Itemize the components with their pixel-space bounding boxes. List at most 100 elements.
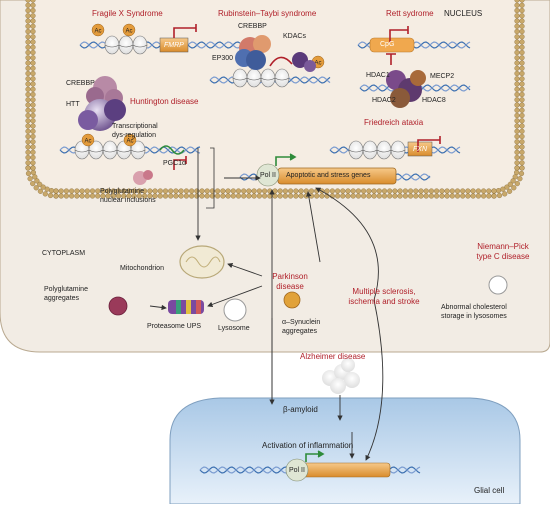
- activation-arrows: [159, 145, 325, 462]
- membrane-bead: [519, 133, 525, 140]
- membrane-bead: [496, 192, 503, 199]
- membrane-bead: [25, 55, 31, 61]
- membrane-bead: [519, 118, 525, 124]
- membrane-bead: [25, 144, 31, 150]
- mecp2-label: MECP2: [430, 73, 455, 80]
- nucleosome: [232, 68, 248, 88]
- membrane-bead: [147, 188, 153, 194]
- membrane-bead: [74, 188, 80, 194]
- membrane-bead: [514, 55, 520, 61]
- membrane-bead: [514, 139, 520, 145]
- nucleosome: [104, 35, 120, 55]
- membrane-bead: [308, 188, 315, 194]
- membrane-bead: [162, 193, 169, 199]
- synuclein-aggregate: [283, 291, 301, 309]
- membrane-bead: [30, 49, 36, 56]
- membrane-bead: [486, 193, 492, 199]
- nucleosome: [246, 68, 262, 88]
- membrane-bead: [481, 188, 487, 194]
- kdacs-complex: [292, 52, 316, 72]
- membrane-bead: [519, 0, 525, 3]
- membrane-bead: [361, 188, 367, 194]
- membrane-bead: [514, 118, 520, 124]
- cholesterol-label-2: storage in lysosomes: [441, 313, 507, 320]
- membrane-bead: [514, 86, 520, 92]
- membrane-bead: [246, 193, 252, 199]
- membrane-bead: [30, 97, 36, 103]
- membrane-bead: [293, 188, 299, 194]
- pol2-nucleus: [256, 163, 280, 187]
- ms-label-1: Multiple sclerosis,: [352, 287, 416, 296]
- membrane-bead: [444, 188, 450, 194]
- nuclear-membrane: [25, 0, 525, 199]
- beta-amyloid-label: β-amyloid: [283, 405, 318, 414]
- acetyl-circle: [123, 133, 137, 147]
- glial-cell: [169, 397, 521, 505]
- membrane-bead: [423, 193, 429, 199]
- membrane-bead: [126, 188, 132, 194]
- membrane-bead: [514, 154, 520, 161]
- acetyl-text: Ac: [84, 139, 91, 145]
- membrane-bead: [514, 97, 520, 103]
- niemann-label-2: type C disease: [476, 252, 530, 261]
- membrane-bead: [25, 2, 31, 8]
- membrane-bead: [157, 188, 163, 194]
- membrane-bead: [514, 49, 520, 56]
- membrane-bead: [512, 174, 518, 180]
- membrane-bead: [392, 188, 398, 194]
- membrane-bead: [514, 102, 520, 108]
- membrane-bead: [25, 128, 31, 134]
- hdac2-label: HDAC2: [372, 97, 396, 104]
- membrane-bead: [371, 188, 377, 194]
- membrane-bead: [514, 34, 520, 40]
- membrane-bead: [335, 193, 341, 199]
- membrane-bead: [491, 193, 497, 199]
- membrane-bead: [173, 193, 179, 199]
- membrane-bead: [25, 28, 31, 35]
- membrane-bead: [230, 193, 236, 199]
- membrane-bead: [30, 123, 36, 129]
- membrane-bead: [397, 193, 403, 199]
- inflammation-label: Activation of inflammation: [262, 441, 354, 450]
- membrane-bead: [199, 188, 205, 194]
- membrane-bead: [434, 188, 440, 194]
- membrane-bead: [225, 188, 231, 194]
- membrane-bead: [25, 23, 31, 29]
- membrane-bead: [25, 49, 31, 56]
- lysosome-label: Lysosome: [218, 325, 250, 332]
- membrane-bead: [428, 188, 435, 194]
- htt-complex: [78, 76, 126, 131]
- membrane-bead: [25, 107, 31, 113]
- membrane-bead: [121, 188, 127, 194]
- membrane-bead: [42, 191, 48, 197]
- parkinson-label-1: Parkinson: [272, 272, 308, 281]
- membrane-bead: [510, 178, 516, 184]
- nucleosomes: [74, 35, 406, 160]
- membrane-bead: [30, 133, 36, 140]
- nucleosome: [132, 35, 148, 55]
- membrane-bead: [58, 193, 64, 199]
- membrane-bead: [44, 186, 50, 192]
- membrane-bead: [241, 193, 247, 199]
- membrane-bead: [439, 188, 445, 194]
- membrane-bead: [105, 188, 111, 194]
- membrane-bead: [519, 154, 525, 161]
- membrane-bead: [126, 193, 132, 199]
- membrane-bead: [178, 188, 184, 194]
- membrane-bead: [319, 193, 325, 199]
- membrane-bead: [514, 165, 520, 171]
- pgc1a-label: PGC1α: [163, 160, 187, 167]
- membrane-bead: [199, 193, 205, 199]
- hdac8-label: HDAC8: [422, 97, 446, 104]
- membrane-bead: [340, 188, 346, 194]
- membrane-bead: [507, 181, 513, 187]
- membrane-bead: [30, 18, 36, 24]
- huntington-label: Huntington disease: [130, 97, 199, 106]
- mitochondrion-label: Mitochondrion: [120, 265, 164, 272]
- membrane-bead: [460, 188, 466, 194]
- membrane-bead: [423, 188, 429, 194]
- alzheimer-label: Alzheimer disease: [300, 352, 366, 361]
- nucleosome-wrap: [104, 44, 120, 48]
- membrane-bead: [74, 193, 80, 199]
- membrane-bead: [519, 44, 525, 50]
